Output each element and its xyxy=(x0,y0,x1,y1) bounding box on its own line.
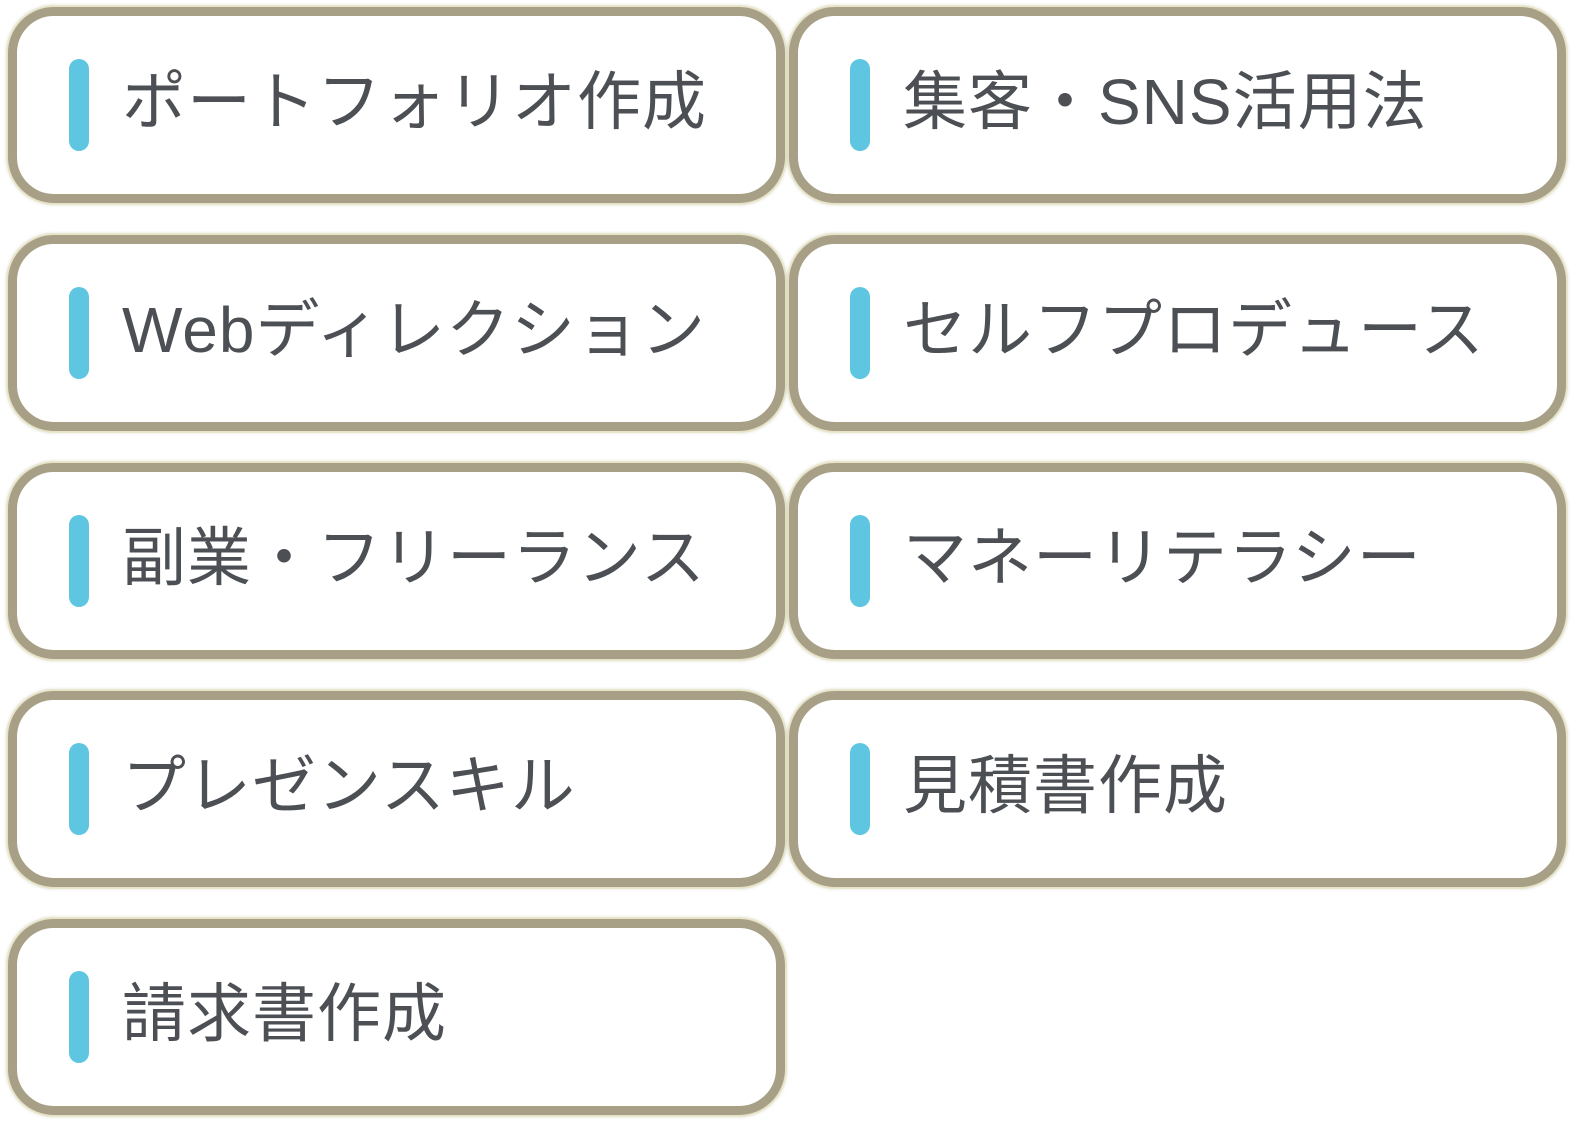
topic-label: 見積書作成 xyxy=(903,750,1228,822)
card-money-literacy[interactable]: マネーリテラシー xyxy=(789,463,1566,659)
topic-label: Webディレクション xyxy=(122,294,706,366)
accent-bar-icon xyxy=(850,287,870,379)
accent-bar-icon xyxy=(850,743,870,835)
accent-bar-icon xyxy=(69,515,89,607)
card-portfolio-creation[interactable]: ポートフォリオ作成 xyxy=(8,7,785,203)
accent-bar-icon xyxy=(69,59,89,151)
card-self-produce[interactable]: セルフプロデュース xyxy=(789,235,1566,431)
topic-label: マネーリテラシー xyxy=(903,522,1422,594)
accent-bar-icon xyxy=(850,515,870,607)
card-web-direction[interactable]: Webディレクション xyxy=(8,235,785,431)
accent-bar-icon xyxy=(69,287,89,379)
card-attracting-customers-sns[interactable]: 集客・SNS活用法 xyxy=(789,7,1566,203)
topic-label: 請求書作成 xyxy=(122,978,447,1050)
accent-bar-icon xyxy=(850,59,870,151)
topic-label: プレゼンスキル xyxy=(122,750,576,822)
card-estimate-creation[interactable]: 見積書作成 xyxy=(789,691,1566,887)
card-invoice-creation[interactable]: 請求書作成 xyxy=(8,919,785,1115)
accent-bar-icon xyxy=(69,971,89,1063)
accent-bar-icon xyxy=(69,743,89,835)
topic-label: 集客・SNS活用法 xyxy=(903,66,1428,138)
card-presentation-skill[interactable]: プレゼンスキル xyxy=(8,691,785,887)
card-side-job-freelance[interactable]: 副業・フリーランス xyxy=(8,463,785,659)
topic-label: ポートフォリオ作成 xyxy=(122,66,707,138)
topic-label: 副業・フリーランス xyxy=(122,522,706,594)
topic-label: セルフプロデュース xyxy=(903,294,1485,366)
